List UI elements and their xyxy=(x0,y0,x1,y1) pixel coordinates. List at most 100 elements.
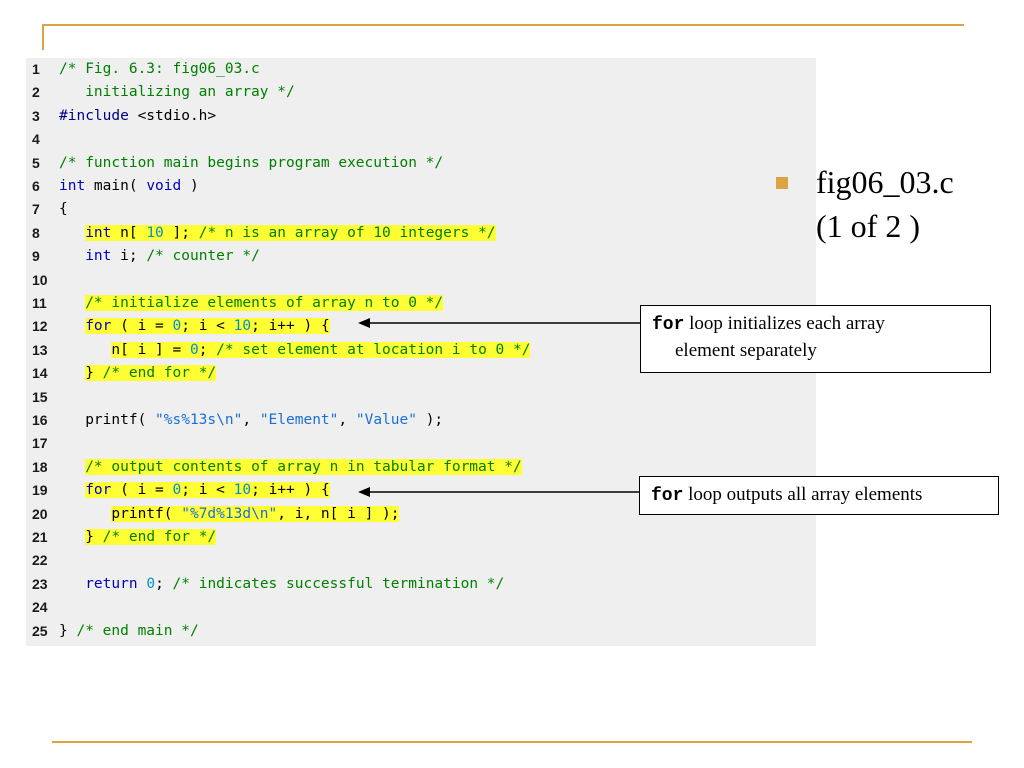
code-token xyxy=(59,529,85,545)
bullet-line-2: (1 of 2 ) xyxy=(816,208,920,244)
code-text: /* function main begins program executio… xyxy=(59,152,443,175)
line-number: 16 xyxy=(32,412,48,428)
code-token: ; i++ ) { xyxy=(251,482,330,499)
code-token: /* counter */ xyxy=(146,248,260,265)
code-token: } xyxy=(85,529,103,545)
code-token: "%s%13s\n" xyxy=(155,412,243,428)
code-token xyxy=(59,365,85,381)
code-token: { xyxy=(59,201,68,218)
line-number: 6 xyxy=(32,178,40,194)
line-number: 14 xyxy=(32,365,48,382)
code-text: { xyxy=(59,198,68,221)
code-token: "%7d%13d\n" xyxy=(181,505,278,522)
code-text: initializing an array */ xyxy=(59,81,295,104)
line-number: 11 xyxy=(32,295,47,311)
code-text: return 0; /* indicates successful termin… xyxy=(59,573,504,596)
code-token: for xyxy=(85,318,112,335)
code-token: /* set element at location i to 0 */ xyxy=(216,341,531,358)
code-token: n[ i ] = xyxy=(111,341,190,358)
code-token: /* function main begins program executio… xyxy=(59,154,444,171)
code-token xyxy=(59,459,85,475)
code-text: for ( i = 0; i < 10; i++ ) { xyxy=(59,315,330,338)
line-number: 21 xyxy=(32,529,48,545)
bullet-text: fig06_03.c (1 of 2 ) xyxy=(816,160,954,248)
code-token xyxy=(59,482,85,498)
code-text: printf( "%s%13s\n", "Element", "Value" )… xyxy=(59,409,443,432)
code-token: int xyxy=(85,248,112,265)
code-token: return xyxy=(85,575,138,592)
code-token: ; i < xyxy=(181,318,234,335)
callout-text-continued: element separately xyxy=(675,340,817,361)
code-token: printf( xyxy=(59,412,156,428)
line-number: 18 xyxy=(32,458,48,475)
code-text: /* Fig. 6.3: fig06_03.c xyxy=(59,58,260,81)
line-number: 25 xyxy=(32,622,48,639)
bottom-rule xyxy=(52,741,972,743)
callout-keyword: for xyxy=(652,315,685,335)
code-token xyxy=(59,295,85,311)
line-number: 8 xyxy=(32,224,40,241)
line-number: 22 xyxy=(32,552,48,569)
code-text: } /* end main */ xyxy=(59,620,199,643)
code-token xyxy=(59,248,85,264)
code-token: int xyxy=(85,224,112,241)
line-number: 3 xyxy=(32,107,40,124)
code-token xyxy=(59,576,85,592)
line-number: 10 xyxy=(32,271,48,288)
code-token: main( xyxy=(85,178,147,194)
code-token: 0 xyxy=(172,318,182,335)
line-number: 13 xyxy=(32,341,48,358)
code-text: int i; /* counter */ xyxy=(59,245,260,268)
line-number: 2 xyxy=(32,84,40,101)
code-token: 0 xyxy=(146,575,156,592)
line-number: 7 xyxy=(32,201,40,218)
code-token: "Element" xyxy=(259,412,339,428)
code-text: /* initialize elements of array n to 0 *… xyxy=(59,292,444,315)
callout-init-loop: for loop initializes each array element … xyxy=(640,305,991,373)
code-token: <stdio.h> xyxy=(128,107,217,124)
code-token: /* end for */ xyxy=(102,529,217,545)
code-token: 10 xyxy=(233,318,252,335)
code-token xyxy=(59,506,111,522)
code-token xyxy=(59,225,85,241)
code-token: initializing an array */ xyxy=(59,84,295,101)
code-token: #include xyxy=(59,107,129,124)
code-token: /* output contents of array n in tabular… xyxy=(85,458,522,475)
line-number: 15 xyxy=(32,388,48,405)
line-number: 17 xyxy=(32,435,48,452)
code-token: ( i = xyxy=(111,318,173,335)
code-token: /* n is an array of 10 integers */ xyxy=(198,224,496,241)
code-token: ; xyxy=(198,341,217,358)
code-token: , xyxy=(338,412,356,428)
code-token: } xyxy=(85,365,103,382)
line-number: 20 xyxy=(32,505,48,522)
code-token xyxy=(59,342,111,358)
code-token: ; i++ ) { xyxy=(251,318,330,335)
code-token: 10 xyxy=(146,224,164,241)
code-text: } /* end for */ xyxy=(59,526,217,549)
bullet-square-icon xyxy=(776,177,788,189)
code-token: for xyxy=(85,482,112,499)
callout-text: loop outputs all array elements xyxy=(683,484,923,505)
line-number: 4 xyxy=(32,131,40,148)
code-token: /* indicates successful termination */ xyxy=(172,575,505,592)
top-rule-tick xyxy=(42,24,44,50)
code-token: n[ xyxy=(111,224,147,241)
code-token: ) xyxy=(181,178,199,194)
code-token: int xyxy=(59,178,86,194)
code-token: ); xyxy=(416,412,444,428)
line-number: 5 xyxy=(32,154,40,171)
code-text: for ( i = 0; i < 10; i++ ) { xyxy=(59,479,330,502)
callout-keyword: for xyxy=(651,486,684,506)
code-text: int n[ 10 ]; /* n is an array of 10 inte… xyxy=(59,222,496,245)
code-text: n[ i ] = 0; /* set element at location i… xyxy=(59,339,531,362)
top-rule xyxy=(42,24,964,26)
callout-output-loop: for loop outputs all array elements xyxy=(639,476,999,515)
code-text: int main( void ) xyxy=(59,175,199,198)
code-token: /* Fig. 6.3: fig06_03.c xyxy=(59,61,260,77)
code-token: , xyxy=(242,412,260,428)
code-token: , i, n[ i ] ); xyxy=(277,505,400,522)
code-text: /* output contents of array n in tabular… xyxy=(59,456,522,479)
code-token: 0 xyxy=(189,341,199,358)
code-token: ( i = xyxy=(111,482,173,499)
